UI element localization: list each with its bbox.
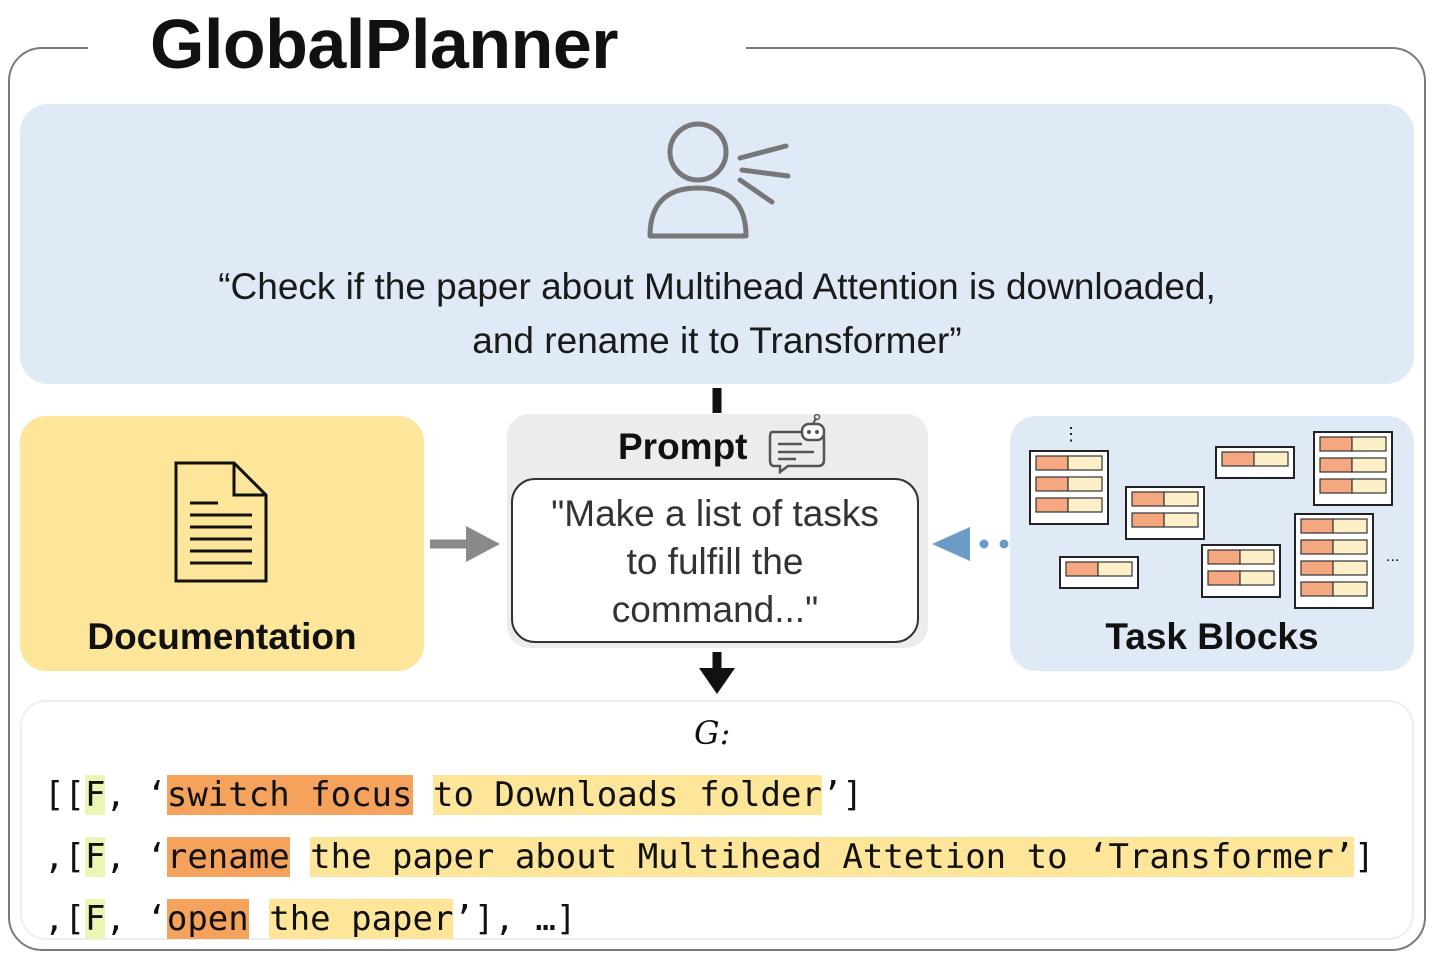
task-blocks-ellipsis: ...	[1386, 548, 1400, 565]
output-label: G:	[694, 714, 731, 752]
chat-robot-icon	[768, 414, 826, 474]
task-block-icon	[1059, 556, 1139, 589]
speaking-person-icon	[647, 121, 791, 239]
output-row-2: ,[F, ‘rename the paper about Multihead A…	[44, 834, 1375, 880]
row-gap	[290, 837, 310, 877]
row-gap	[249, 899, 269, 939]
row-flag: F	[84, 837, 106, 877]
task-block-icon	[1029, 450, 1109, 525]
command-line-2: and rename it to Transformer”	[472, 320, 962, 361]
row-action: rename	[166, 837, 290, 877]
row-flag: F	[84, 775, 106, 815]
row-sep: , ‘	[105, 775, 167, 815]
prompt-to-output-arrow-head	[699, 668, 735, 694]
row-action: switch focus	[166, 775, 413, 815]
row-suffix: ’], …]	[453, 899, 577, 939]
task-block-icon	[1125, 486, 1205, 540]
task-to-prompt-dot-1	[979, 539, 989, 549]
task-block-icon	[1294, 513, 1374, 609]
documentation-label: Documentation	[87, 616, 357, 657]
task-to-prompt-arrow-head	[932, 527, 970, 561]
row-prefix: ,[	[44, 837, 85, 877]
row-prefix: ,[	[44, 899, 85, 939]
row-flag: F	[84, 899, 106, 939]
doc-to-prompt-arrow-head	[466, 526, 500, 562]
title-gap	[88, 30, 746, 70]
page-title: GlobalPlanner	[150, 5, 619, 83]
prompt-line-3: command..."	[611, 589, 819, 630]
document-icon	[174, 461, 268, 583]
task-block-icon	[1313, 431, 1393, 506]
prompt-text-box	[511, 478, 919, 643]
row-text: to Downloads folder	[432, 775, 822, 815]
row-sep: , ‘	[105, 837, 167, 877]
row-text: the paper	[269, 899, 454, 939]
task-block-icon	[1201, 544, 1281, 598]
prompt-title: Prompt	[618, 426, 748, 467]
command-line-1: “Check if the paper about Multihead Atte…	[218, 266, 1216, 307]
task-blocks-vdots: ⋮	[1062, 424, 1080, 444]
row-text: the paper about Multihead Attetion to ‘T…	[310, 837, 1355, 877]
user-command: “Check if the paper about Multihead Atte…	[20, 260, 1414, 368]
task-blocks-label: Task Blocks	[1105, 616, 1319, 657]
documentation-panel	[20, 416, 424, 671]
row-gap	[413, 775, 433, 815]
output-row-1: [[F, ‘switch focus to Downloads folder’]	[44, 772, 863, 818]
task-to-prompt-dot-2	[999, 539, 1009, 549]
prompt-text: "Make a list of tasks to fulfill the com…	[511, 490, 919, 634]
row-action: open	[166, 899, 249, 939]
row-suffix: ]	[1354, 837, 1375, 877]
output-panel	[20, 700, 1414, 940]
row-sep: , ‘	[105, 899, 167, 939]
prompt-line-1: "Make a list of tasks	[551, 493, 879, 534]
prompt-line-2: to fulfill the	[626, 541, 804, 582]
command-panel	[20, 104, 1414, 384]
output-row-3: ,[F, ‘open the paper’], …]	[44, 896, 576, 942]
task-block-icon	[1215, 446, 1295, 479]
row-prefix: [[	[44, 775, 85, 815]
row-suffix: ’]	[821, 775, 863, 815]
